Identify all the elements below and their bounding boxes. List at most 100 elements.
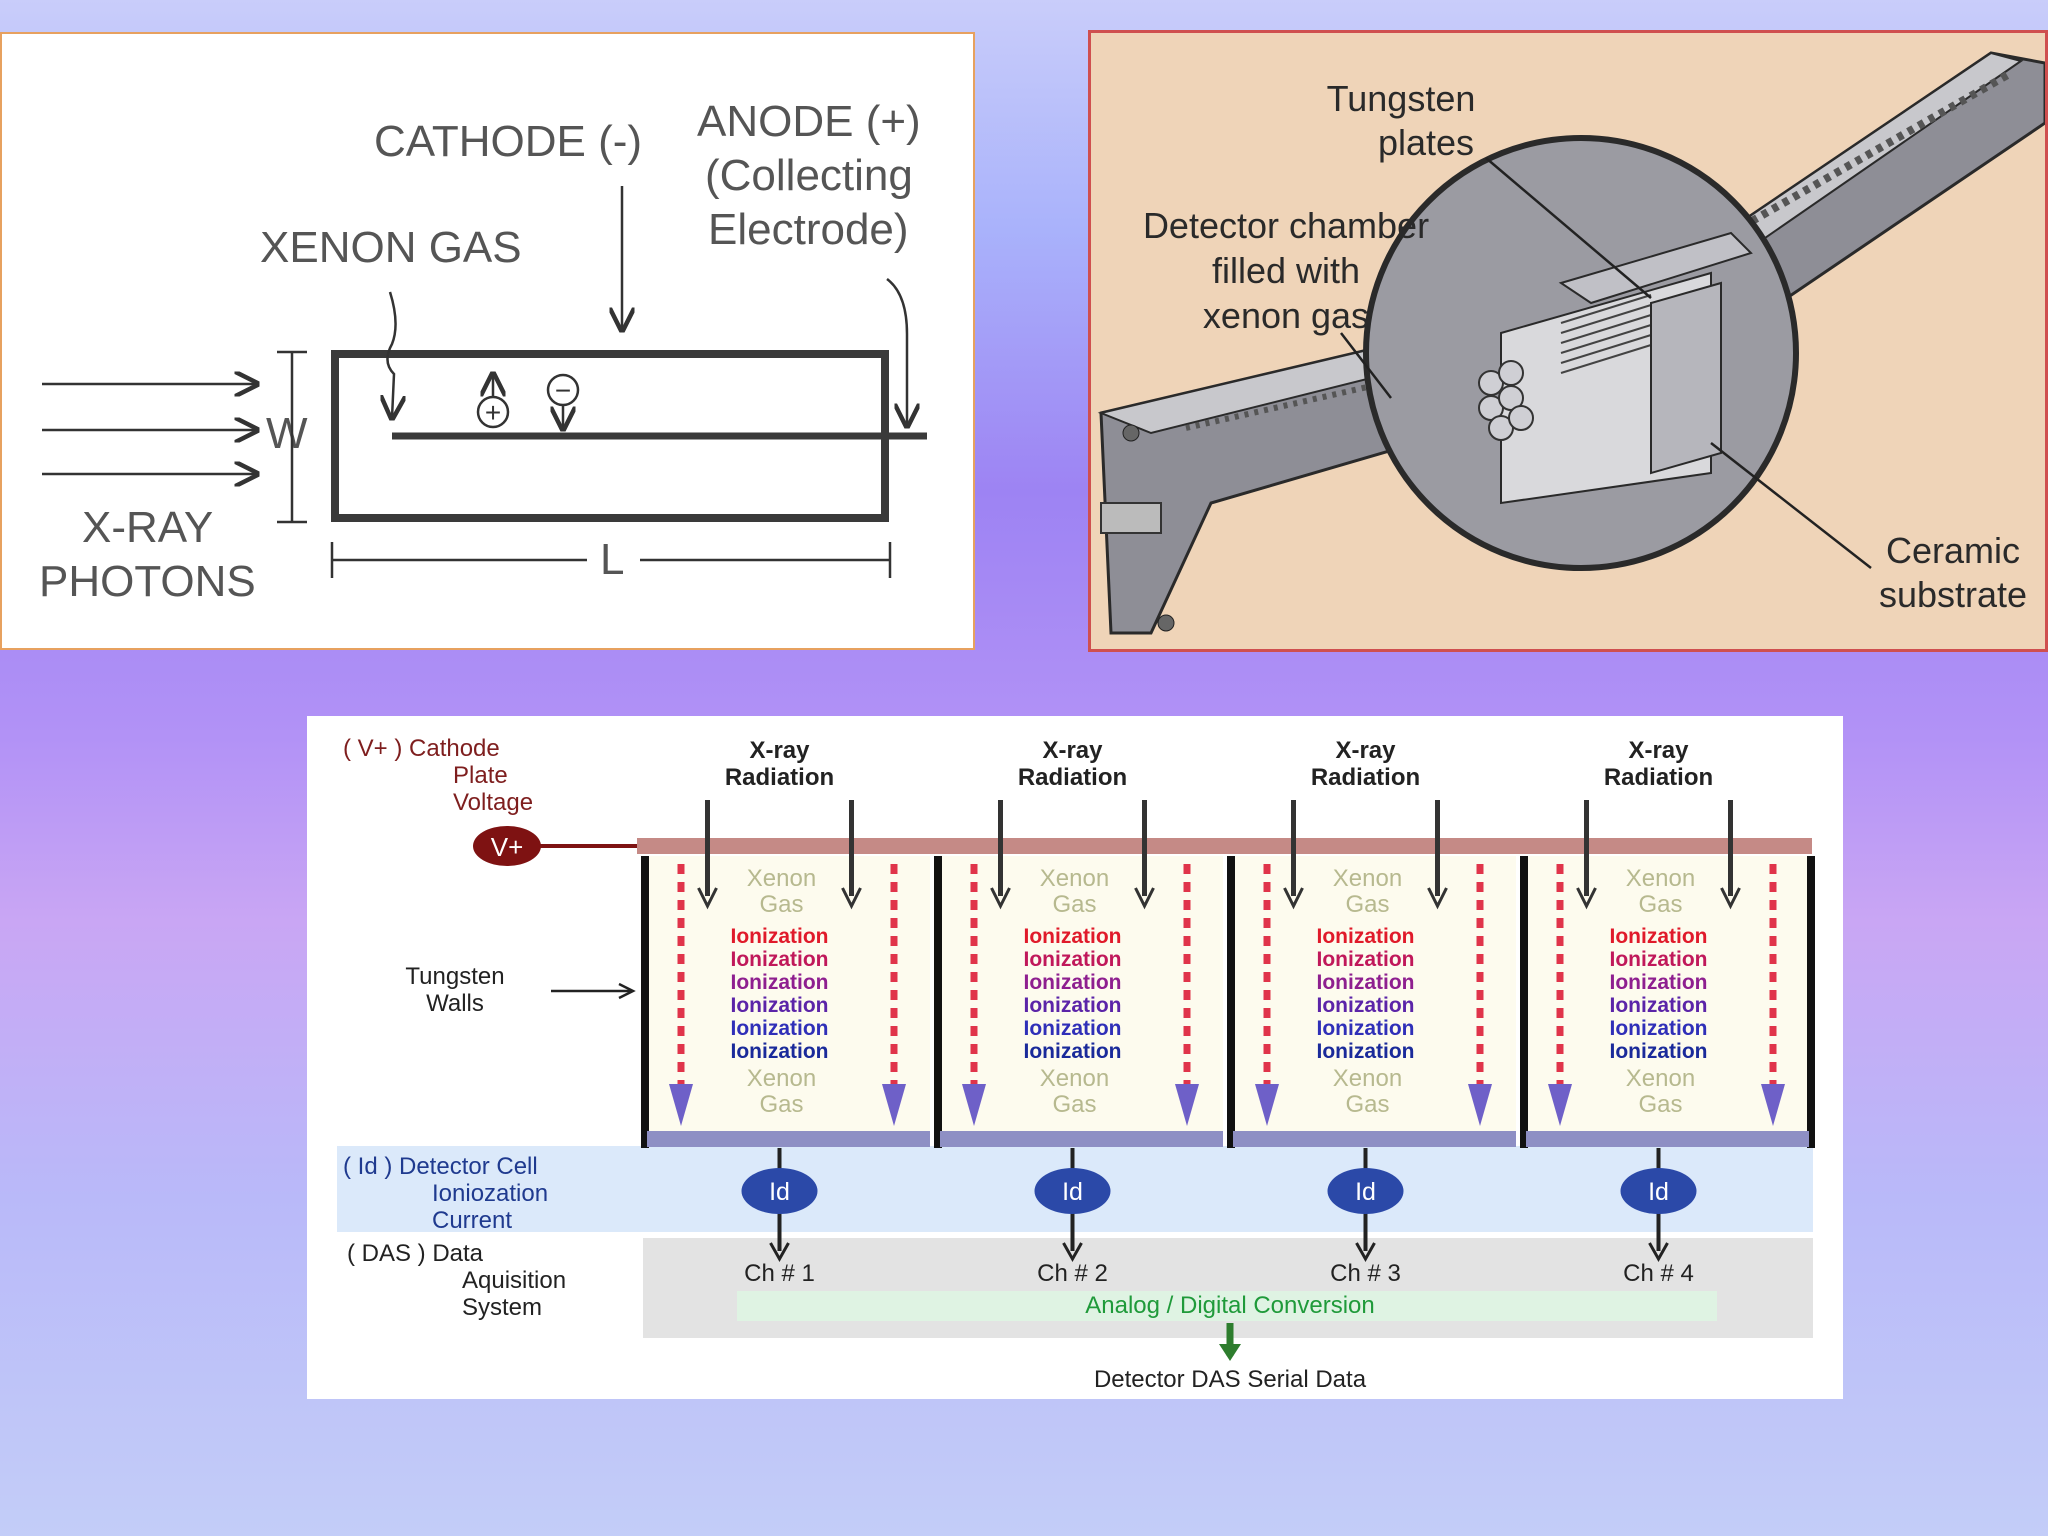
xenon-gas-label: Gas: [1345, 1091, 1389, 1118]
ionization-label: Ionization: [731, 1017, 829, 1040]
positive-ion-icon: +: [476, 374, 510, 429]
ionization-label: Ionization: [1317, 1017, 1415, 1040]
ionization-label: Ionization: [1610, 994, 1708, 1017]
ionization-label: Ionization: [1610, 925, 1708, 948]
das-band: [643, 1238, 1813, 1338]
xenon-gas-label: Xenon: [747, 1065, 816, 1092]
ionization-label: Ionization: [1024, 925, 1122, 948]
conversion-bar: [737, 1291, 1717, 1321]
ionization-label: Ionization: [1610, 948, 1708, 971]
ionization-label: Ionization: [1610, 1017, 1708, 1040]
current-badge: Id: [1620, 1168, 1697, 1214]
collector-bar: [1233, 1131, 1516, 1147]
xenon-gas-label: Xenon: [1626, 1065, 1695, 1092]
chamber-label-2: filled with: [1212, 250, 1360, 291]
xenon-gas-label: Gas: [1638, 1091, 1682, 1118]
channel-label: Ch # 1: [744, 1260, 815, 1287]
radiation-label: X-ray: [1628, 737, 1689, 764]
length-label: L: [600, 535, 624, 584]
field-arrowhead: [1468, 1084, 1492, 1126]
detector-cell-2: X-rayRadiationXenonGasXenonGasIonization…: [934, 737, 1223, 1287]
svg-text:Id: Id: [1062, 1178, 1083, 1206]
xenon-gas-label: Xenon: [747, 865, 816, 892]
current-badge: Id: [1034, 1168, 1111, 1214]
channel-label: Ch # 2: [1037, 1260, 1108, 1287]
anode-label-1: ANODE (+): [697, 97, 921, 146]
tungsten-leader-line: [1485, 157, 1652, 299]
ionization-label: Ionization: [731, 994, 829, 1017]
xenon-gas-label: Gas: [759, 1091, 803, 1118]
ionization-label: Ionization: [1024, 971, 1122, 994]
v-plus-badge: V+: [473, 826, 541, 866]
ionization-label: Ionization: [1610, 1040, 1708, 1063]
ionization-label: Ionization: [1024, 994, 1122, 1017]
svg-text:Id: Id: [1648, 1178, 1669, 1206]
collector-bar: [1526, 1131, 1809, 1147]
gas-pointer-arrow: [387, 291, 395, 418]
radiation-label: Radiation: [1311, 764, 1420, 791]
xenon-gas-label: Xenon: [1626, 865, 1695, 892]
collector-bar: [940, 1131, 1223, 1147]
ceramic-label-1: Ceramic: [1886, 530, 2020, 571]
svg-text:Id: Id: [769, 1178, 790, 1206]
gas-label: XENON GAS: [260, 223, 522, 272]
width-label: W: [266, 409, 308, 458]
ionization-label: Ionization: [1317, 925, 1415, 948]
detector-cutaway-illustration: Tungsten plates Detector chamber filled …: [1088, 30, 2048, 652]
tungsten-wall: [1227, 856, 1235, 1148]
detector-cell-3: X-rayRadiationXenonGasXenonGasIonization…: [1227, 737, 1516, 1287]
ionization-label: Ionization: [731, 971, 829, 994]
current-badge: Id: [741, 1168, 818, 1214]
svg-text:+: +: [485, 397, 501, 428]
xenon-gas-label: Xenon: [1333, 865, 1402, 892]
anode-pointer-arrow: [886, 278, 907, 426]
field-arrowhead: [1761, 1084, 1785, 1126]
radiation-label: X-ray: [1335, 737, 1396, 764]
xenon-detector-svg: CATHODE (-) ANODE (+) (Collecting Electr…: [39, 97, 927, 606]
current-label-1: ( Id ) Detector Cell: [343, 1153, 538, 1180]
chamber-leader-line: [1340, 332, 1392, 399]
magnified-view-circle: [1363, 135, 1799, 571]
tungsten-label-1: Tungsten: [1327, 78, 1476, 119]
xenon-gas-label: Gas: [1052, 1091, 1096, 1118]
svg-text:V+: V+: [491, 832, 524, 862]
radiation-label: Radiation: [725, 764, 834, 791]
ceramic-label-2: substrate: [1879, 574, 2027, 615]
tungsten-wall: [1807, 856, 1815, 1148]
conversion-label: Analog / Digital Conversion: [1085, 1292, 1375, 1319]
current-label-3: Current: [432, 1207, 512, 1234]
xenon-gas-label: Xenon: [1040, 1065, 1109, 1092]
xenon-gas-label: Xenon: [1040, 865, 1109, 892]
chamber-label-3: xenon gas: [1203, 295, 1369, 336]
radiation-label: Radiation: [1604, 764, 1713, 791]
cathode-plate: [637, 838, 1812, 854]
field-arrowhead: [1548, 1084, 1572, 1126]
negative-ion-icon: −: [546, 373, 580, 429]
ionization-label: Ionization: [1317, 971, 1415, 994]
xenon-gas-label: Gas: [759, 891, 803, 918]
ionization-label: Ionization: [1610, 971, 1708, 994]
tungsten-wall: [1520, 856, 1528, 1148]
xenon-detector-diagram: CATHODE (-) ANODE (+) (Collecting Electr…: [0, 32, 975, 650]
ionization-label: Ionization: [1317, 1040, 1415, 1063]
field-arrowhead: [882, 1084, 906, 1126]
xenon-gas-label: Gas: [1345, 891, 1389, 918]
detector-cell-4: X-rayRadiationXenonGasXenonGasIonization…: [1520, 737, 1815, 1287]
ionization-label: Ionization: [731, 1040, 829, 1063]
field-arrowhead: [962, 1084, 986, 1126]
current-label-2: Ioniozation: [432, 1180, 548, 1207]
ceramic-leader-line: [1710, 442, 1872, 569]
ionization-label: Ionization: [1024, 1017, 1122, 1040]
radiation-label: X-ray: [1042, 737, 1103, 764]
svg-text:Id: Id: [1355, 1178, 1376, 1206]
cathode-label: CATHODE (-): [374, 117, 642, 166]
collector-bar: [647, 1131, 930, 1147]
cathode-label-3: Voltage: [453, 789, 533, 816]
field-arrowhead: [669, 1084, 693, 1126]
cathode-label-2: Plate: [453, 762, 508, 789]
photon-label-2: PHOTONS: [39, 557, 256, 606]
xenon-gas-label: Gas: [1052, 891, 1096, 918]
photon-label-1: X-RAY: [82, 503, 213, 552]
current-badge: Id: [1327, 1168, 1404, 1214]
tungsten-wall: [934, 856, 942, 1148]
